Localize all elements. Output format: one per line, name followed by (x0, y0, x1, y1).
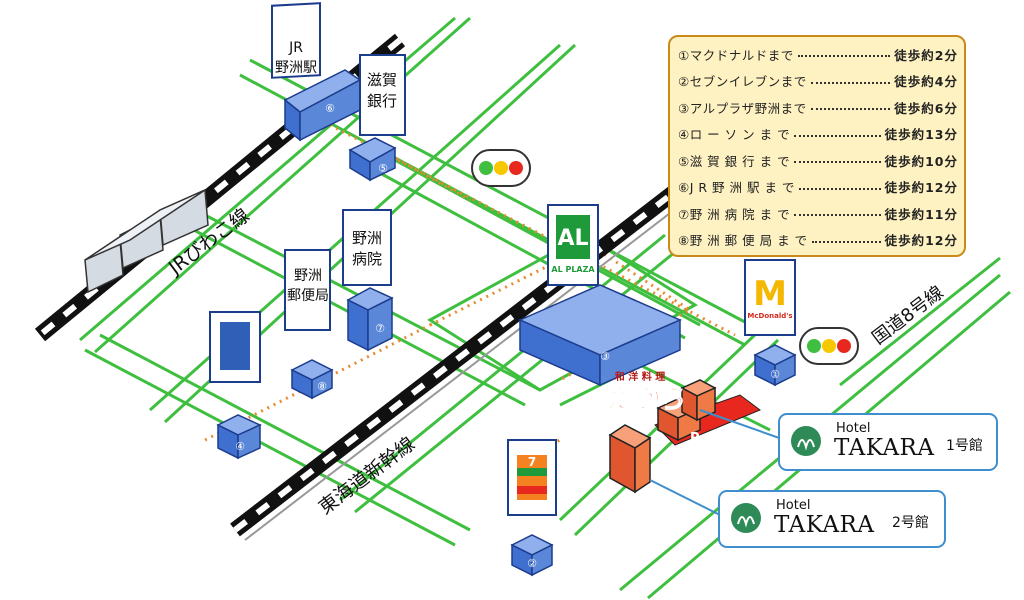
hotel-1-small: Hotel (836, 421, 871, 436)
legend-leader-dots (811, 240, 881, 243)
legend-walk-time: 徒歩約6分 (894, 100, 958, 116)
jr-station-label-1: JR (288, 40, 303, 56)
hotel-1-name: TAKARA (834, 435, 935, 461)
alplaza-brand: AL PLAZA (551, 265, 595, 274)
hotel-2-name: TAKARA (774, 512, 875, 538)
takara-shop-name: たから (606, 385, 684, 415)
seven-eleven (507, 439, 557, 577)
traffic-light-east (799, 327, 859, 365)
marker-2: ② (527, 557, 537, 570)
legend-row: ⑥J R 野 洲 駅 ま で 徒歩約12分 (678, 174, 958, 201)
hospital-label-1: 野洲 (352, 229, 382, 247)
legend-destination: ②セブンイレブンまで (678, 74, 807, 90)
legend-row: ②セブンイレブンまで 徒歩約4分 (678, 68, 958, 95)
yasu-hospital (342, 209, 394, 352)
svg-text:AL: AL (557, 226, 588, 251)
shiga-bank-label-1: 滋賀 (367, 71, 397, 89)
mcdonalds: M (744, 259, 797, 387)
legend-leader-dots (794, 134, 881, 137)
legend-destination: ⑧野 洲 郵 便 局 ま で (678, 233, 808, 249)
legend-destination: ③アルプラザ野洲まで (678, 100, 807, 116)
post-label-1: 野洲 (294, 268, 322, 284)
parking-label: P (690, 431, 700, 446)
shiga-bank (348, 54, 406, 182)
legend-walk-time: 徒歩約11分 (884, 206, 958, 222)
legend-walk-time: 徒歩約10分 (884, 153, 958, 169)
svg-text:M: M (753, 274, 787, 314)
legend-row: ④ロ ー ソ ン ま で 徒歩約13分 (678, 121, 958, 148)
legend-row: ③アルプラザ野洲まで 徒歩約6分 (678, 94, 958, 121)
hotel-takara-building-2 (608, 424, 652, 494)
takara-logo-icon (791, 426, 821, 456)
legend-walk-time: 徒歩約4分 (894, 74, 958, 90)
takara-logo-icon (731, 503, 761, 533)
traffic-light-north (471, 149, 531, 187)
hotel-takara-building-1 (654, 379, 762, 446)
legend-row: ⑧野 洲 郵 便 局 ま で 徒歩約12分 (678, 227, 958, 254)
alplaza: AL (518, 204, 682, 387)
legend-leader-dots (794, 161, 881, 164)
connector-hotel-2 (649, 479, 731, 521)
hotel-1-building: 1号館 (946, 438, 983, 454)
legend-leader-dots (797, 55, 891, 58)
takara-shop-top: 和 洋 料 理 (614, 370, 665, 383)
legend-leader-dots (794, 214, 881, 217)
legend-row: ⑤滋 賀 銀 行 ま で 徒歩約10分 (678, 147, 958, 174)
connector-hotel-1 (699, 409, 786, 441)
jr-station-label-2: 野洲駅 (275, 60, 317, 76)
legend-destination: ⑦野 洲 病 院 ま で (678, 206, 791, 222)
shiga-bank-label-2: 銀行 (367, 92, 397, 110)
marker-6: ⑥ (325, 102, 335, 115)
legend-walk-time: 徒歩約12分 (884, 233, 958, 249)
marker-5: ⑤ (378, 162, 388, 175)
marker-7: ⑦ (375, 322, 385, 335)
yasu-post-office (284, 249, 334, 400)
legend-leader-dots (810, 81, 891, 84)
legend-leader-dots (810, 108, 891, 111)
shinkansen-line (230, 173, 701, 541)
legend-row: ①マクドナルドまで 徒歩約2分 (678, 41, 958, 68)
legend-leader-dots (798, 187, 881, 190)
marker-8: ⑧ (317, 380, 327, 393)
train-illustration (84, 188, 209, 294)
jr-station (271, 2, 362, 142)
post-label-2: 郵便局 (287, 288, 329, 304)
hotel-2-building: 2号館 (892, 515, 929, 531)
marker-3: ③ (600, 350, 610, 363)
hotel-takara-1-card: Hotel TAKARA 1号館 (778, 413, 998, 471)
legend-destination: ①マクドナルドまで (678, 47, 794, 63)
legend-walk-time: 徒歩約13分 (884, 127, 958, 143)
lawson-store (209, 311, 262, 460)
legend-walk-time: 徒歩約12分 (884, 180, 958, 196)
legend-destination: ④ロ ー ソ ン ま で (678, 127, 791, 143)
hospital-label-2: 病院 (352, 250, 382, 268)
marker-1: ① (770, 368, 780, 381)
legend-destination: ⑥J R 野 洲 駅 ま で (678, 180, 795, 196)
hotel-2-small: Hotel (776, 498, 811, 513)
legend-destination: ⑤滋 賀 銀 行 ま で (678, 153, 791, 169)
route8-label: 国道8号線 (868, 282, 947, 349)
legend-row: ⑦野 洲 病 院 ま で 徒歩約11分 (678, 200, 958, 227)
route8-road (839, 256, 1001, 387)
marker-4: ④ (235, 440, 245, 453)
mcdonalds-brand: McDonald's (747, 312, 792, 320)
hotel-takara-2-card: Hotel TAKARA 2号館 (718, 490, 946, 548)
seven-brand: 7 (528, 455, 536, 469)
legend-walk-time: 徒歩約2分 (894, 47, 958, 63)
